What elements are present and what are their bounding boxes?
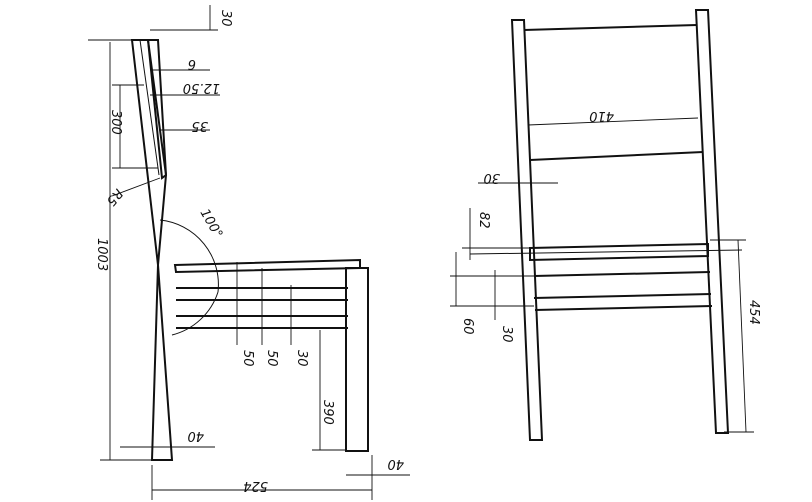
back-slat bbox=[529, 151, 704, 161]
dim-seat-depth: 524 bbox=[243, 478, 268, 493]
dim-seat-height: 454 bbox=[746, 300, 761, 325]
dim-front-leg: 40 bbox=[387, 456, 404, 471]
front-view: 410 30 82 60 30 454 bbox=[450, 9, 761, 441]
front-dimension-labels: 410 30 82 60 30 454 bbox=[460, 108, 761, 343]
dim-slat-thickness-b: 12.50 bbox=[183, 80, 220, 95]
front-rail-3 bbox=[534, 305, 713, 311]
dim-recline-angle: 100° bbox=[197, 207, 226, 242]
dim-backrest-height: 300 bbox=[108, 110, 123, 135]
seat-front bbox=[529, 242, 709, 262]
front-rail-1 bbox=[533, 271, 711, 277]
dim-inner-width: 410 bbox=[589, 108, 614, 123]
dim-back-thickness: 35 bbox=[191, 118, 208, 133]
front-dimensions bbox=[450, 117, 754, 433]
dim-top-offset: 30 bbox=[218, 10, 233, 27]
dim-front-leg-height: 390 bbox=[320, 400, 335, 425]
seat-board bbox=[173, 258, 361, 274]
dim-post-width: 30 bbox=[483, 170, 500, 185]
top-rail bbox=[523, 24, 698, 31]
dim-slat-thickness-a: 6 bbox=[188, 56, 196, 71]
dim-rail-gap-b: 50 bbox=[264, 350, 279, 367]
recline-angle-arc bbox=[159, 219, 219, 293]
front-leg bbox=[345, 267, 369, 452]
right-post bbox=[694, 9, 730, 434]
dim-back-radius: R5 bbox=[103, 185, 126, 208]
side-dimensions bbox=[88, 5, 410, 500]
back-post bbox=[130, 39, 174, 461]
seat-line bbox=[469, 249, 743, 255]
front-rail-2 bbox=[533, 293, 712, 299]
dim-rail-spacing: 60 bbox=[460, 318, 475, 335]
dim-slat-spacing: 82 bbox=[476, 212, 491, 229]
dim-rail-gap-c: 30 bbox=[294, 350, 309, 367]
side-view: 30 6 12.50 35 300 R5 1003 100° 40 524 40… bbox=[88, 5, 410, 500]
dim-rail-gap-a: 50 bbox=[240, 350, 255, 367]
dim-rail-height: 30 bbox=[499, 326, 514, 343]
recline-angle-arc-2 bbox=[171, 291, 219, 336]
dim-back-leg-bottom: 40 bbox=[187, 428, 204, 443]
left-post bbox=[510, 19, 544, 441]
dim-total-height: 1003 bbox=[94, 238, 109, 271]
backrest-slat bbox=[146, 39, 168, 180]
back-post-inner-line bbox=[139, 39, 160, 176]
side-dimension-labels: 30 6 12.50 35 300 R5 1003 100° 40 524 40… bbox=[94, 10, 404, 493]
